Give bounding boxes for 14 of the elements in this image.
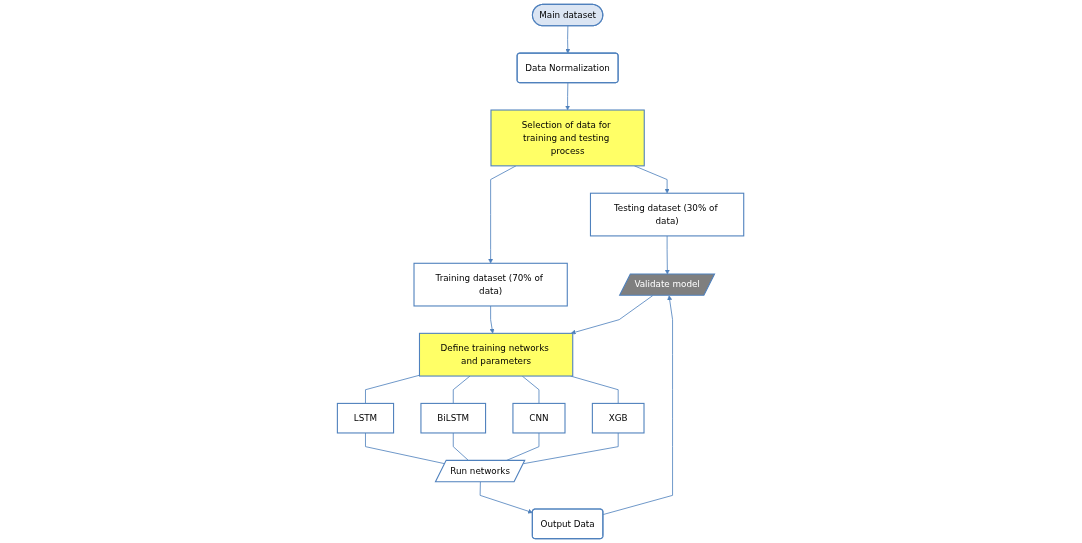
- connector: [453, 375, 471, 404]
- connector: [523, 432, 620, 465]
- connector: [570, 375, 620, 404]
- node-box: Testing dataset (30% of data): [590, 192, 745, 237]
- node-box: CNN: [512, 402, 566, 434]
- node-box: Selection of data for training and testing process: [490, 109, 646, 167]
- connector: [365, 432, 446, 465]
- node-box: LSTM: [337, 402, 395, 434]
- node-box: BiLSTM: [420, 402, 487, 434]
- node-box: Define training networks and parameters: [419, 332, 574, 377]
- node-box: Training dataset (70% of data): [413, 262, 569, 307]
- connector: [522, 375, 540, 404]
- connector: [365, 374, 421, 404]
- node-box: XGB: [592, 402, 645, 434]
